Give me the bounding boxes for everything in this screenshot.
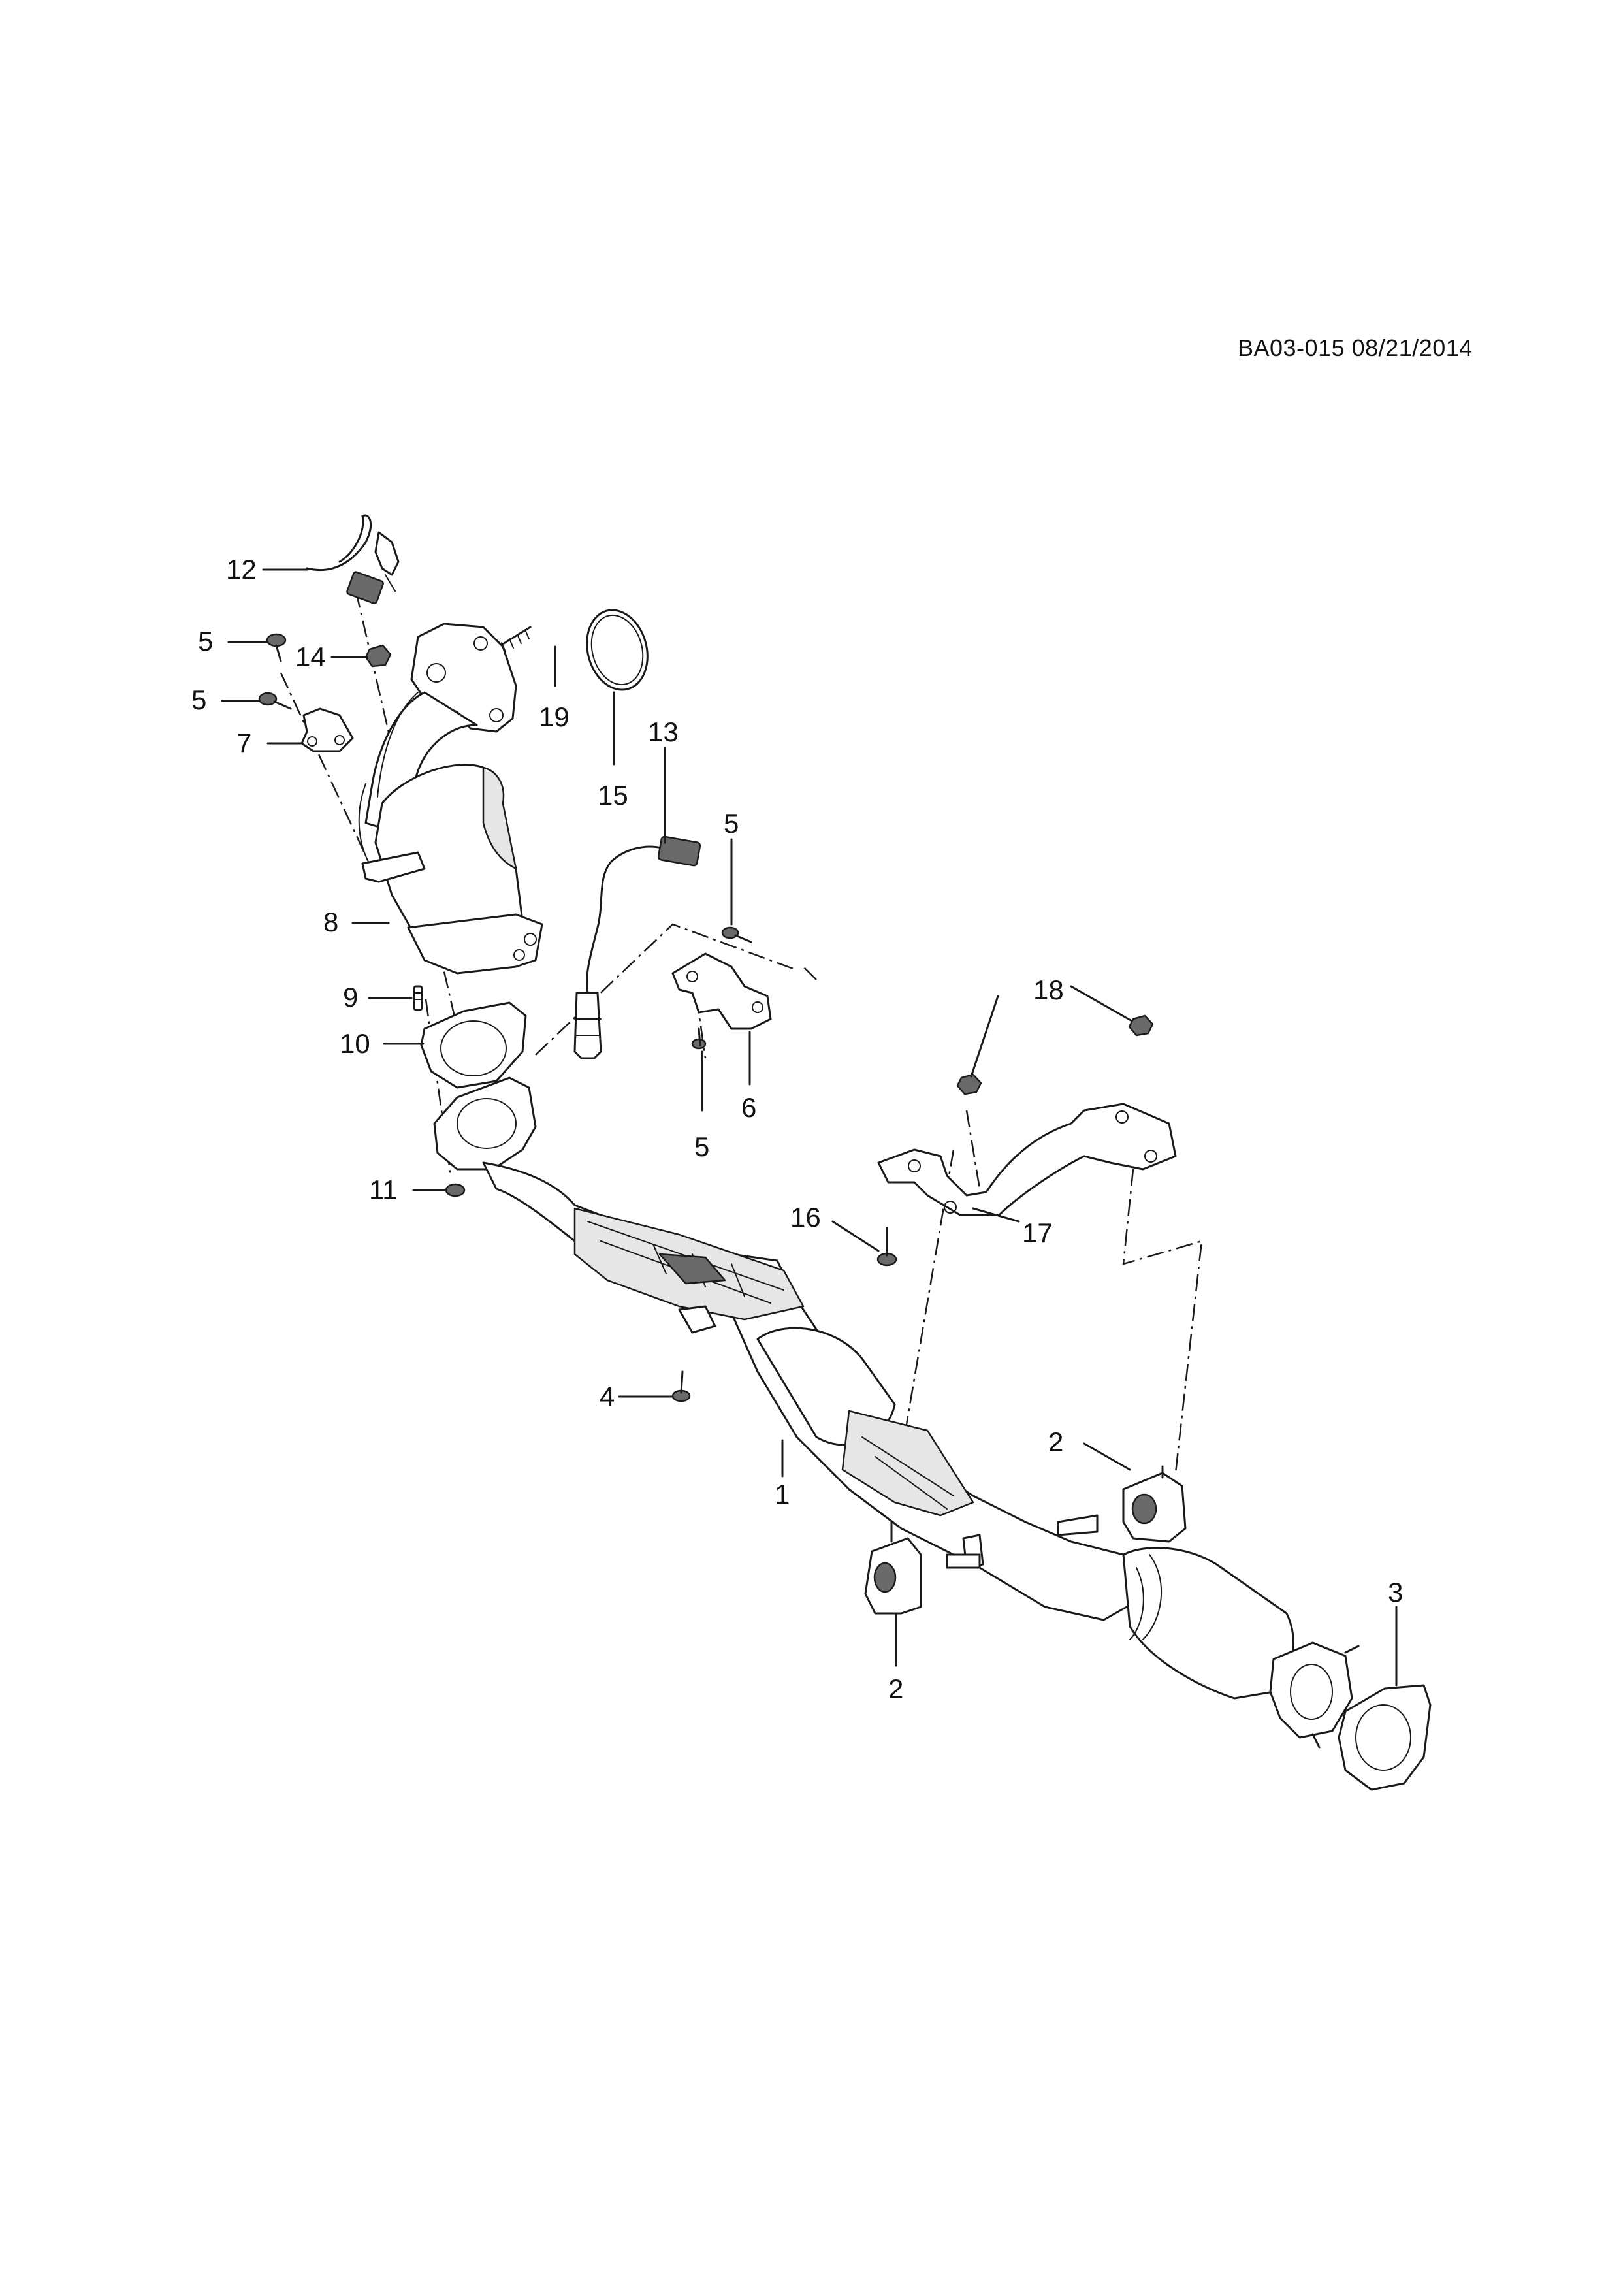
- callout-8: 8: [323, 907, 338, 937]
- part-15-seal-ring: [586, 609, 649, 691]
- part-2-hanger-right: [1122, 1465, 1187, 1543]
- callout-1: 1: [775, 1479, 790, 1510]
- callout-5b: 5: [191, 685, 206, 715]
- callout-13: 13: [648, 717, 679, 747]
- callout-2-left: 2: [888, 1673, 903, 1704]
- callout-12: 12: [226, 554, 257, 585]
- part-11-nut: [445, 1183, 466, 1197]
- leader-lines: [221, 568, 1398, 1687]
- callout-14: 14: [295, 641, 326, 672]
- part-5-bolts-upper: [258, 633, 292, 710]
- callout-17: 17: [1022, 1218, 1053, 1248]
- part-13-oxygen-sensor-downstream: [573, 835, 701, 1059]
- part-8-catalytic-manifold: [358, 623, 543, 975]
- callout-labels: 12 5 14 5 7 19 15 13 5 8 9 10 6 5 18 11 …: [191, 554, 1403, 1704]
- callout-19: 19: [539, 702, 570, 732]
- part-14-nut: [364, 644, 392, 668]
- part-9-stud: [413, 985, 423, 1011]
- callout-9: 9: [343, 982, 358, 1012]
- callout-7: 7: [236, 728, 251, 758]
- callout-18: 18: [1033, 975, 1064, 1005]
- callout-11: 11: [369, 1174, 398, 1205]
- part-17-strap-bracket: [877, 1103, 1177, 1216]
- part-2-hanger-left: [864, 1521, 922, 1615]
- callout-16: 16: [790, 1202, 821, 1233]
- part-4-bolt: [671, 1370, 691, 1402]
- callout-6: 6: [741, 1092, 756, 1123]
- callout-5c: 5: [724, 808, 739, 839]
- diagram-reference-code: BA03-015 08/21/2014: [1238, 334, 1473, 361]
- callout-10: 10: [340, 1028, 370, 1059]
- callout-5d: 5: [694, 1131, 709, 1162]
- part-7-bracket: [300, 707, 354, 752]
- callout-4: 4: [600, 1381, 615, 1412]
- part-6-bracket: [671, 926, 772, 1050]
- part-3-gasket: [1338, 1684, 1432, 1791]
- callout-15: 15: [598, 780, 628, 811]
- callout-5a: 5: [198, 626, 213, 656]
- callout-2-right: 2: [1048, 1427, 1063, 1457]
- part-12-oxygen-sensor: [306, 514, 400, 604]
- part-10-gasket: [420, 1001, 527, 1089]
- part-1-exhaust-pipe: [433, 1076, 1360, 1749]
- part-16-bolt: [876, 1227, 897, 1267]
- callout-3: 3: [1388, 1577, 1403, 1608]
- part-18-nuts: [956, 1014, 1154, 1095]
